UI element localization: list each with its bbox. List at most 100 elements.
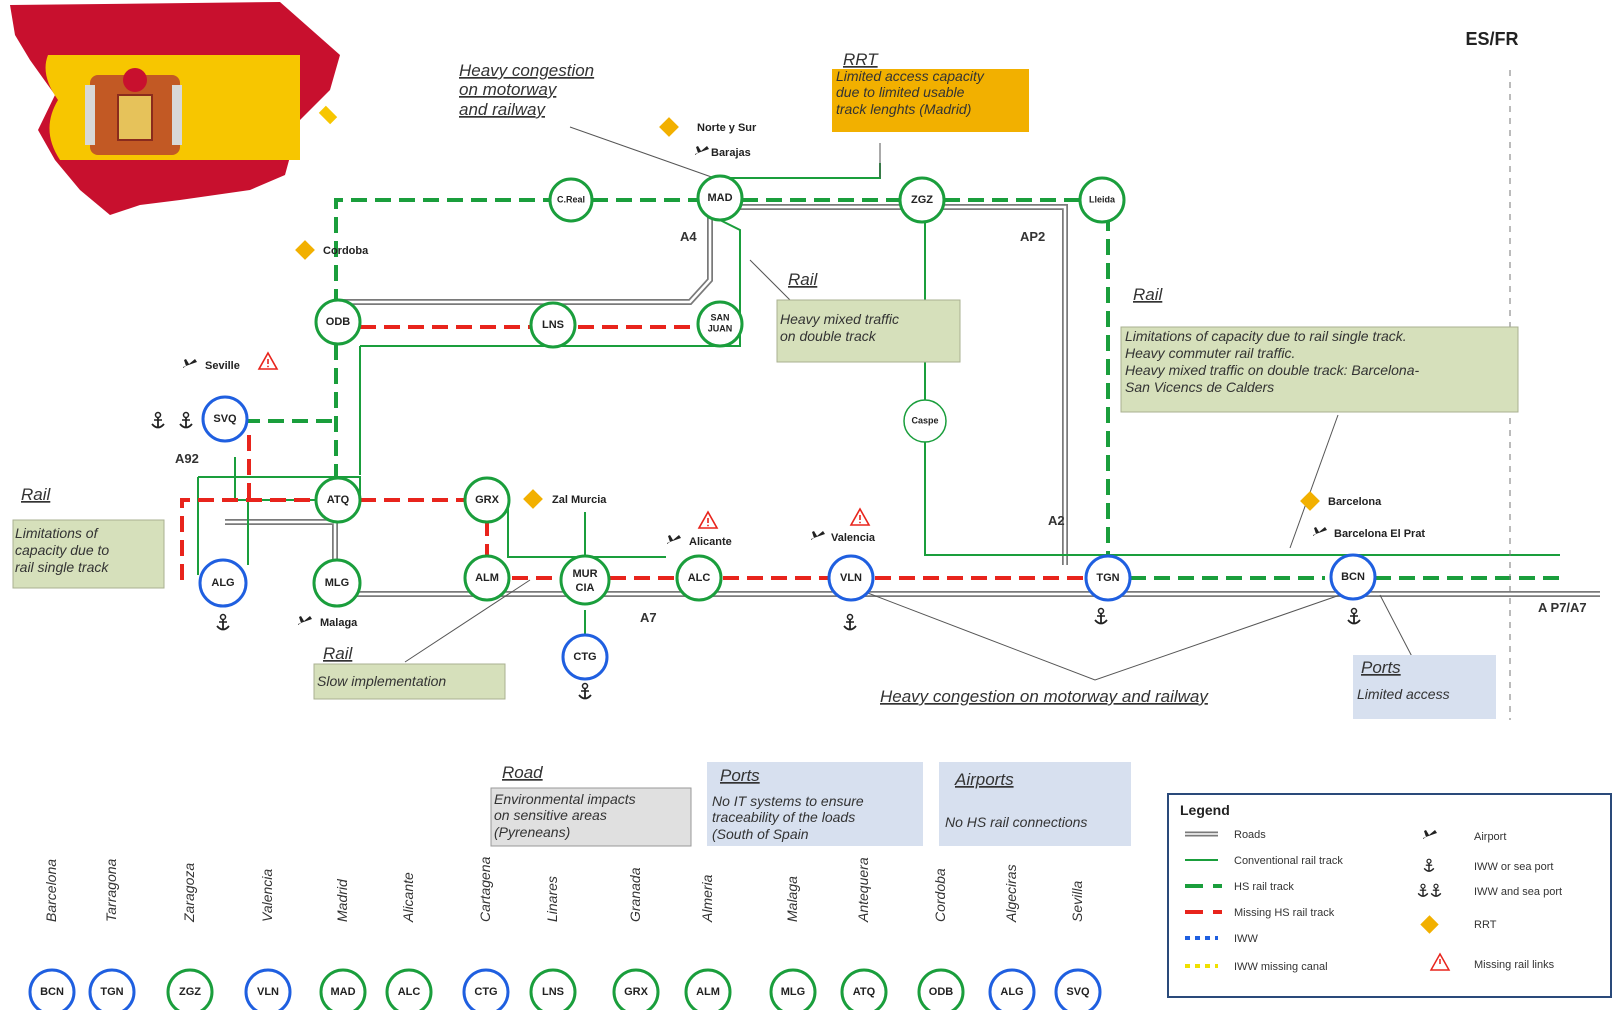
svg-text:traceability of the loads: traceability of the loads xyxy=(712,809,855,825)
svg-text:on double track: on double track xyxy=(780,328,877,344)
legend-iww: IWW xyxy=(1185,933,1258,945)
node-grx: GRX xyxy=(463,476,511,524)
svg-text:Heavy mixed traffic on double: Heavy mixed traffic on double track: Bar… xyxy=(1125,362,1419,378)
legend-conventional-rail: Conventional rail track xyxy=(1185,855,1343,867)
svg-text:ALG: ALG xyxy=(211,577,234,589)
city-name-mlg: Malaga xyxy=(784,876,800,922)
label-barcelona-el-prat: Barcelona El Prat xyxy=(1334,528,1425,540)
legend-missing-hs-rail: Missing HS rail track xyxy=(1185,907,1335,919)
svg-text:CTG: CTG xyxy=(573,651,596,663)
svg-text:IWW or sea port: IWW or sea port xyxy=(1474,861,1553,873)
city-code-circle-bcn xyxy=(28,968,76,1010)
anchor-icon xyxy=(179,411,193,429)
city-code-circle-odb xyxy=(917,968,965,1010)
city-code-circle-alm xyxy=(684,968,732,1010)
svg-text:No HS rail connections: No HS rail connections xyxy=(945,814,1087,830)
svg-text:GRX: GRX xyxy=(475,494,500,506)
poi-labels: Norte y Sur Barajas Cordoba Seville Zal … xyxy=(205,122,1425,629)
svg-text:Limited access: Limited access xyxy=(1357,686,1450,702)
callout-ports-bottom: Ports No IT systems to ensure traceabili… xyxy=(707,762,923,846)
city-name-odb: Cordoba xyxy=(932,868,948,922)
node-zgz: ZGZ xyxy=(898,176,946,224)
airport-icon xyxy=(1313,527,1327,536)
node-ctg: CTG xyxy=(561,633,609,681)
svg-text:Environmental impacts: Environmental impacts xyxy=(494,791,636,807)
anchor-icon xyxy=(843,613,857,631)
legend-iww-sea-port: IWW and sea port xyxy=(1417,883,1562,898)
city-code-circle-alc xyxy=(385,968,433,1010)
svg-text:(South of Spain: (South of Spain xyxy=(712,826,809,842)
legend-missing-link: Missing rail links xyxy=(1429,952,1555,971)
city-name-vln: Valencia xyxy=(259,869,275,922)
city-name-ctg: Cartagena xyxy=(477,856,493,922)
warning-icon xyxy=(849,507,871,526)
svg-text:MLG: MLG xyxy=(325,577,349,589)
svg-text:Limited access capacity: Limited access capacity xyxy=(836,68,985,84)
svg-text:Caspe: Caspe xyxy=(911,415,938,425)
city-code-alg: ALG xyxy=(1000,986,1023,998)
rrt-icon xyxy=(1300,491,1320,511)
node-atq: ATQ xyxy=(314,476,362,524)
city-code-circle-alg xyxy=(988,968,1036,1010)
svg-text:C.Real: C.Real xyxy=(557,194,585,204)
callout-airports-bottom: Airports No HS rail connections xyxy=(939,762,1131,846)
city-code-lns: LNS xyxy=(542,986,564,998)
svg-text:Heavy commuter rail traffic.: Heavy commuter rail traffic. xyxy=(1125,345,1295,361)
city-code-mad: MAD xyxy=(330,986,355,998)
legend-title: Legend xyxy=(1180,802,1230,818)
legend-roads: Roads xyxy=(1185,829,1266,841)
svg-text:IWW missing canal: IWW missing canal xyxy=(1234,961,1328,973)
rrt-icon xyxy=(523,489,543,509)
city-code-circle-lns xyxy=(529,968,577,1010)
svg-text:Ports: Ports xyxy=(720,766,760,785)
callout-ports-top: Ports Limited access xyxy=(1353,655,1496,719)
svg-text:Rail: Rail xyxy=(21,485,52,504)
node-svq: SVQ xyxy=(201,395,249,443)
road-label-a4: A4 xyxy=(680,229,697,244)
svg-text:RRT: RRT xyxy=(843,50,879,69)
road-label-ap7-a7: A P7/A7 xyxy=(1538,600,1587,615)
city-name-lns: Linares xyxy=(544,876,560,922)
label-zal-murcia: Zal Murcia xyxy=(552,494,607,506)
svg-text:Heavy mixed traffic: Heavy mixed traffic xyxy=(780,311,899,327)
svg-text:MUR: MUR xyxy=(572,568,597,580)
spain-flag-map xyxy=(10,2,340,215)
anchor-icon xyxy=(151,411,165,429)
callout-rail-madrid: Rail Heavy mixed traffic on double track xyxy=(776,270,961,363)
svg-text:Rail: Rail xyxy=(788,270,819,289)
city-code-circle-svq xyxy=(1054,968,1102,1010)
node-bcn: BCN xyxy=(1329,553,1377,601)
node-vln: VLN xyxy=(827,554,875,602)
svg-text:ALC: ALC xyxy=(688,572,711,584)
road-label-a92: A92 xyxy=(175,451,199,466)
city-name-alm: Almeria xyxy=(699,874,715,923)
svg-text:Rail: Rail xyxy=(1133,285,1164,304)
node-alm: ALM xyxy=(463,554,511,602)
city-code-vln: VLN xyxy=(257,986,279,998)
city-code-circle-vln xyxy=(244,968,292,1010)
svg-text:track lenghts (Madrid): track lenghts (Madrid) xyxy=(836,101,971,117)
svg-text:Roads: Roads xyxy=(1234,829,1266,841)
city-name-mad: Madrid xyxy=(334,878,350,922)
svg-text:No IT systems to ensure: No IT systems to ensure xyxy=(712,793,864,809)
node-mad: MAD xyxy=(696,174,744,222)
legend-rrt: RRT xyxy=(1420,915,1497,934)
city-name-tgn: Tarragona xyxy=(103,858,119,922)
city-code-atq: ATQ xyxy=(853,986,876,998)
node-alc: ALC xyxy=(675,554,723,602)
legend-port: IWW or sea port xyxy=(1423,858,1553,873)
airport-icon xyxy=(811,531,825,540)
node-caspe: Caspe xyxy=(903,399,947,443)
callout-leaders xyxy=(404,126,1421,681)
svg-text:on sensitive areas: on sensitive areas xyxy=(494,807,607,823)
city-code-tgn: TGN xyxy=(100,986,123,998)
warning-icon xyxy=(697,510,719,529)
airport-icon xyxy=(298,616,312,625)
node-lns: LNS xyxy=(529,301,577,349)
node-alg: ALG xyxy=(198,558,248,608)
city-name-zgz: Zaragoza xyxy=(181,863,197,923)
road-labels: A4 AP2 A92 A2 A7 A P7/A7 xyxy=(175,229,1587,625)
